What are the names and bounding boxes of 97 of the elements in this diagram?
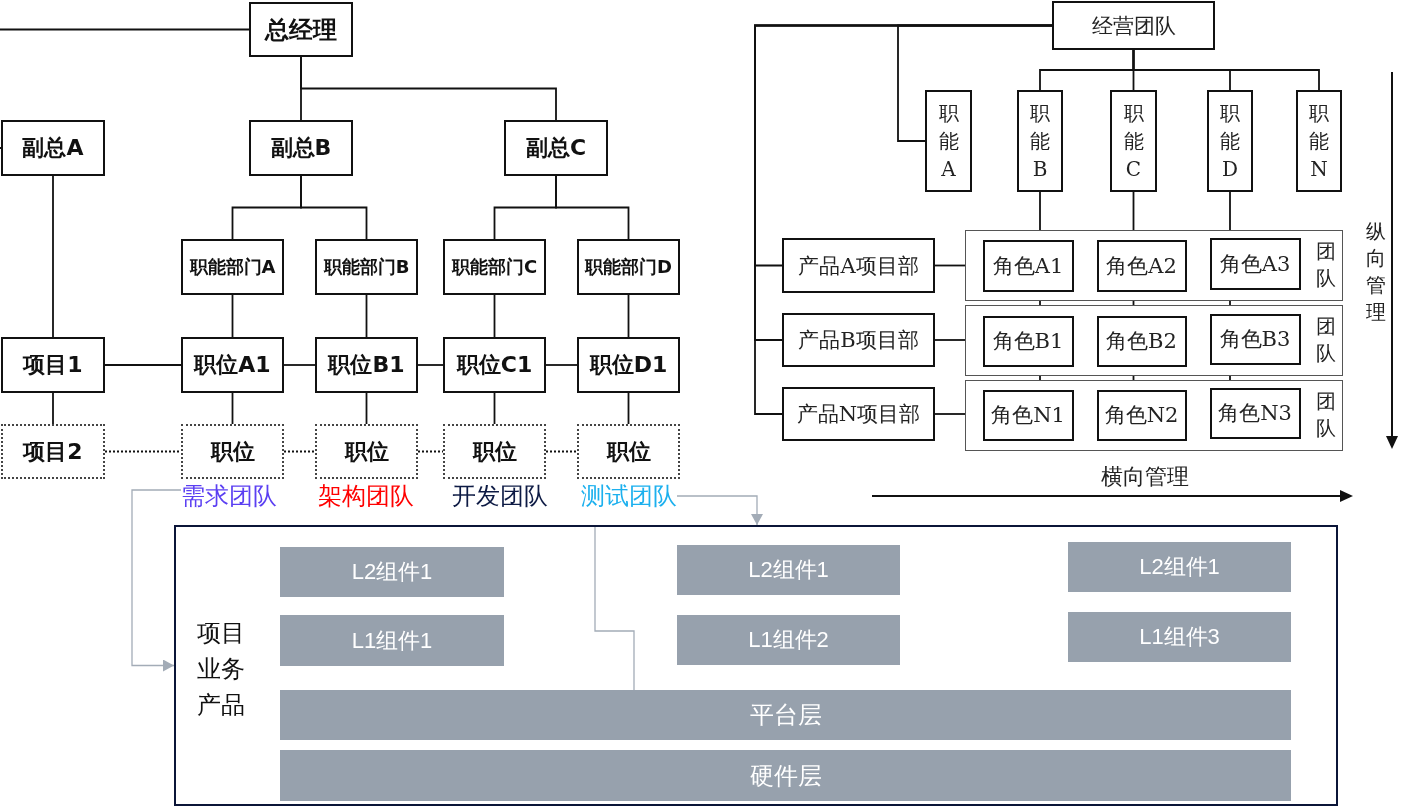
function-box: 职能B [1017, 90, 1063, 192]
connector-line [1229, 191, 1231, 231]
dotted-connector [283, 450, 316, 453]
dotted-box: 职位 [181, 424, 284, 479]
role-box: 角色N2 [1096, 389, 1187, 441]
role-box: 角色N3 [1209, 387, 1301, 439]
dotted-box: 职位 [315, 424, 418, 479]
org-box: 产品A项目部 [782, 238, 935, 293]
connector-line [493, 294, 496, 338]
connector-line [0, 28, 250, 149]
connector-line [1039, 191, 1041, 231]
dotted-box: 项目2 [1, 424, 105, 479]
function-box: 职能N [1296, 90, 1342, 192]
connector-line [365, 294, 368, 338]
function-box: 职能C [1110, 90, 1157, 192]
org-box: 职能部门A [181, 239, 284, 295]
org-box: 总经理 [249, 2, 353, 57]
component-bar: L1组件2 [677, 615, 900, 665]
connector-line [1229, 375, 1231, 381]
role-box: 角色A1 [982, 239, 1074, 292]
connector-line [754, 24, 1053, 415]
role-box: 角色B3 [1209, 313, 1301, 365]
org-box: 职能部门C [443, 239, 546, 295]
role-box: 角色B1 [982, 315, 1074, 367]
org-box: 产品B项目部 [782, 313, 935, 367]
connector-line [1132, 191, 1135, 231]
team-row-box [965, 380, 1343, 451]
connector-line [545, 364, 578, 366]
connector-line [300, 175, 368, 240]
product-frame [174, 525, 1338, 806]
function-box: 职能A [925, 90, 972, 192]
connector-line [365, 392, 368, 425]
connector-line [1039, 375, 1041, 381]
org-box: 副总C [504, 120, 608, 176]
connector-line [493, 392, 496, 425]
team-caption: 需求团队 [181, 481, 277, 511]
connector-line [231, 392, 234, 425]
connector-line [300, 56, 557, 121]
connector-line [104, 364, 182, 366]
row-label: 团队 [1315, 388, 1337, 442]
direction-label: 纵向管理 [1365, 218, 1387, 326]
connector-line [1132, 49, 1320, 91]
dotted-connector [104, 450, 182, 453]
connector-line [1229, 300, 1231, 306]
row-label: 团队 [1315, 238, 1337, 292]
team-caption: 架构团队 [318, 481, 414, 511]
component-bar: L2组件1 [677, 545, 900, 595]
direction-label: 横向管理 [1101, 463, 1189, 491]
org-box: 职位A1 [181, 337, 284, 393]
team-caption: 开发团队 [452, 481, 548, 511]
connector-line [594, 524, 635, 691]
org-box: 副总B [249, 120, 353, 176]
layer-bar: 硬件层 [280, 750, 1291, 801]
role-box: 角色B2 [1096, 315, 1187, 367]
org-box: 副总A [1, 120, 105, 176]
connector-line [627, 392, 630, 425]
component-bar: L1组件3 [1068, 612, 1291, 662]
team-caption: 测试团队 [581, 481, 677, 511]
connector-line [52, 392, 54, 425]
connector-line [1039, 300, 1041, 306]
connector-line [934, 339, 966, 341]
connector-line [555, 175, 630, 240]
connector-line [1132, 300, 1135, 306]
org-box: 职能部门B [315, 239, 418, 295]
org-box: 职位D1 [577, 337, 680, 393]
dotted-box: 职位 [443, 424, 546, 479]
role-box: 角色N1 [982, 389, 1074, 441]
org-box: 项目1 [1, 337, 105, 393]
component-bar: L1组件1 [280, 615, 504, 666]
component-bar: L2组件1 [280, 547, 504, 597]
connector-line [417, 364, 444, 366]
role-box: 角色A2 [1096, 239, 1187, 292]
org-box: 经营团队 [1052, 1, 1215, 50]
connector-line [1132, 375, 1135, 381]
arrow [131, 489, 182, 671]
org-box: 职位B1 [315, 337, 418, 393]
org-box: 产品N项目部 [782, 387, 935, 441]
connector-line [52, 175, 54, 338]
arrow [676, 495, 763, 526]
frame-label: 项目业务产品 [197, 618, 246, 721]
connector-line [627, 294, 630, 338]
dotted-connector [417, 450, 444, 453]
connector-line [934, 413, 966, 415]
role-box: 角色A3 [1209, 237, 1301, 290]
component-bar: L2组件1 [1068, 542, 1291, 592]
dotted-connector [545, 450, 578, 453]
org-box: 职位C1 [443, 337, 546, 393]
team-row-box [965, 230, 1343, 301]
dotted-box: 职位 [577, 424, 680, 479]
connector-line [934, 264, 966, 267]
org-box: 职能部门D [577, 239, 680, 295]
row-label: 团队 [1315, 313, 1337, 367]
connector-line [231, 294, 234, 338]
team-row-box [965, 305, 1343, 376]
layer-bar: 平台层 [280, 690, 1291, 740]
connector-line [283, 364, 316, 366]
function-box: 职能D [1207, 90, 1253, 192]
